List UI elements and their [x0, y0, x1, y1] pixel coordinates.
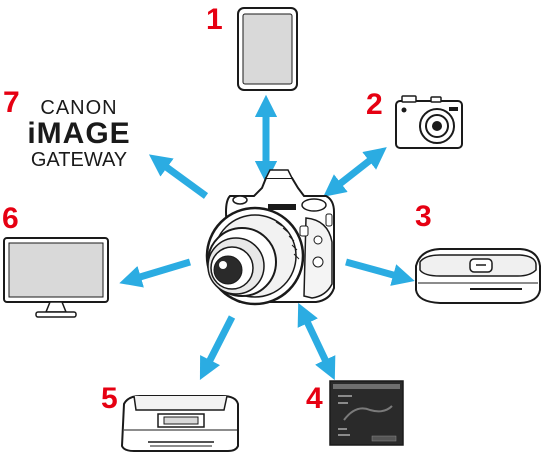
- label-2: 2: [366, 88, 383, 121]
- arrow-to-computer: [297, 302, 336, 381]
- printer-icon: [120, 395, 239, 452]
- label-6: 6: [2, 202, 19, 235]
- arrow-to-monitor: [119, 258, 192, 288]
- arrow-to-connect-station: [345, 258, 415, 286]
- computer-screen-icon: [329, 380, 404, 446]
- canon-image-gateway-logo: CANON iMAGE GATEWAY: [20, 97, 138, 171]
- monitor-icon: [3, 237, 109, 318]
- smartphone-icon: [237, 7, 298, 91]
- label-5: 5: [101, 382, 118, 415]
- logo-line-image: iMAGE: [27, 117, 131, 150]
- logo-line-gateway: GATEWAY: [30, 149, 128, 171]
- label-7: 7: [3, 86, 20, 119]
- label-3: 3: [415, 200, 432, 233]
- dslr-camera-icon: [205, 169, 335, 306]
- arrow-to-image-gateway: [148, 154, 209, 199]
- camera-brand-mark: [268, 204, 296, 210]
- logo-line-canon: CANON: [40, 97, 118, 119]
- arrow-to-compact-camera: [323, 147, 387, 197]
- label-4: 4: [306, 382, 323, 415]
- connect-station-icon: [415, 248, 541, 304]
- arrows: [119, 94, 415, 381]
- compact-camera-icon: [395, 95, 463, 149]
- label-1: 1: [206, 3, 223, 36]
- arrow-to-printer: [199, 315, 236, 380]
